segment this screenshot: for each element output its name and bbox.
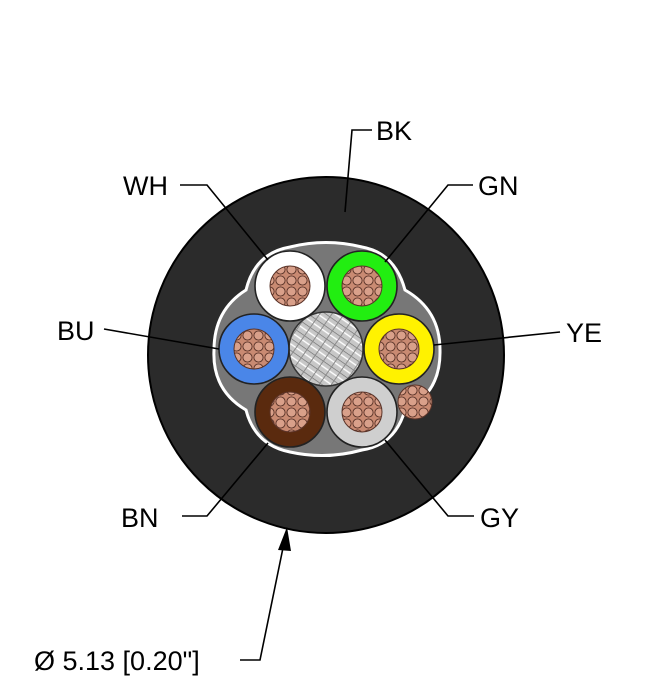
label-bu: BU (57, 316, 95, 346)
leader-ye (433, 331, 561, 346)
dimension-label: Ø 5.13 [0.20"] (34, 646, 200, 676)
conductor-gray (326, 376, 398, 448)
leader-bk (344, 129, 372, 213)
conductor-white (254, 250, 326, 322)
dimension-arrowhead (278, 527, 291, 551)
label-bk: BK (376, 116, 412, 146)
leader-wh (180, 184, 269, 261)
conductor-yellow (363, 313, 435, 385)
central-filler (288, 311, 364, 387)
conductor-blue (218, 313, 290, 385)
conductor-brown (254, 376, 326, 448)
label-ye: YE (566, 318, 602, 348)
label-gy: GY (480, 503, 519, 533)
label-gn: GN (478, 171, 519, 201)
label-wh: WH (123, 171, 168, 201)
leader-bu (103, 328, 220, 350)
leader-gn (384, 184, 473, 263)
drain-wire (397, 384, 433, 420)
leader-gy (384, 439, 474, 517)
leader-bn (182, 442, 269, 517)
label-bn: BN (121, 503, 159, 533)
dimension-leader (240, 542, 285, 661)
conductor-green (326, 250, 398, 322)
